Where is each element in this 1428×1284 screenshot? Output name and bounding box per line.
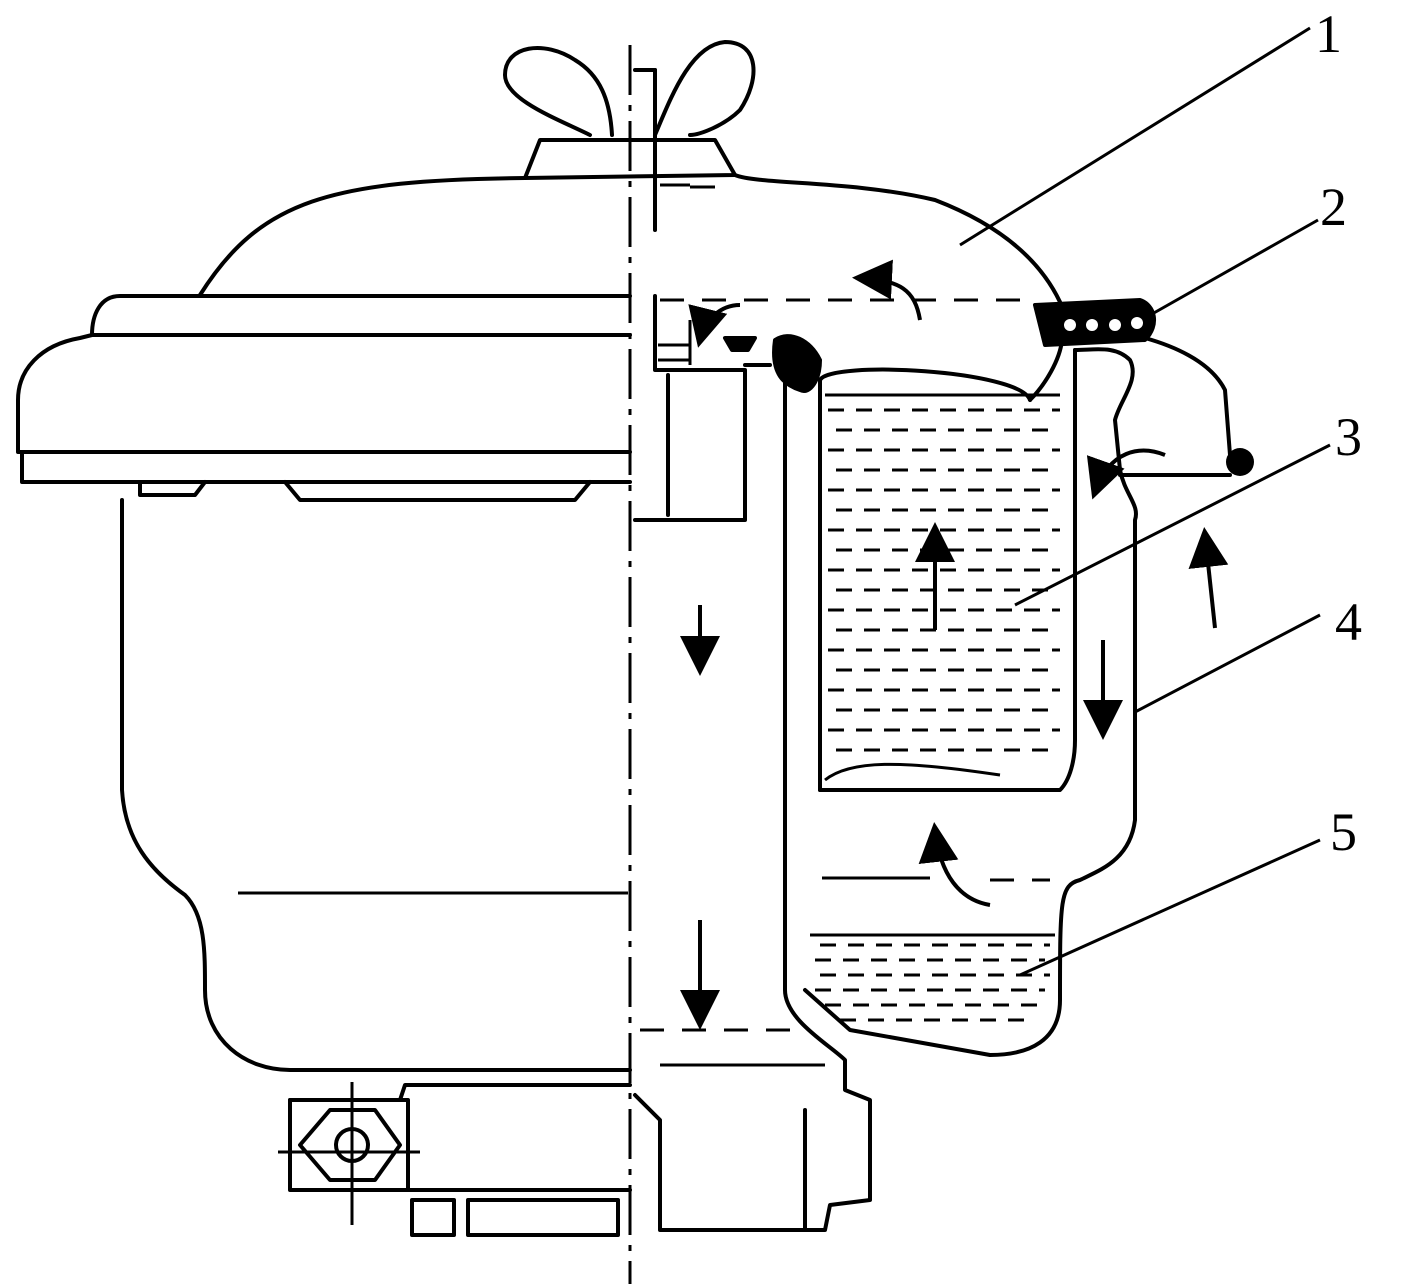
central-tube [633, 68, 1035, 1232]
cover-dome [198, 173, 1062, 304]
filter-element-hatch [828, 408, 1060, 752]
label-4: 4 [1335, 592, 1362, 652]
airflow-arrows [680, 259, 1229, 1030]
label-5: 5 [1330, 802, 1357, 862]
filter-element [723, 334, 1077, 792]
leader-lines [959, 26, 1331, 977]
label-2: 2 [1320, 177, 1347, 237]
oil-sump [810, 876, 1055, 1022]
lid-brim [16, 294, 632, 502]
pre-cleaner [1033, 298, 1254, 477]
mounting-block [278, 1082, 632, 1237]
label-1: 1 [1315, 4, 1342, 64]
label-3: 3 [1335, 407, 1362, 467]
outer-bowl [803, 347, 1138, 1057]
left-housing [120, 498, 632, 1072]
